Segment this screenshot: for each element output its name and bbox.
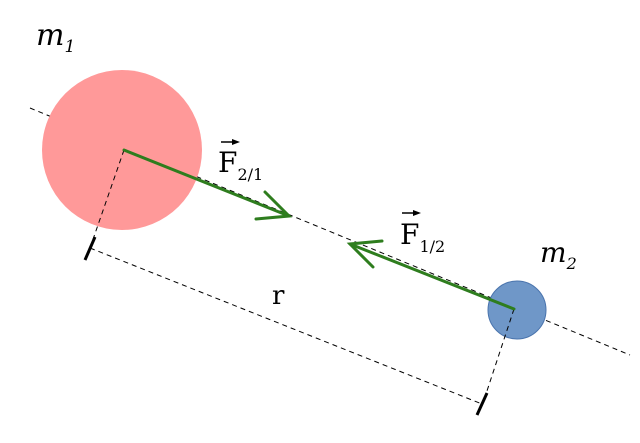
vector-arrow-icon	[402, 210, 421, 216]
vector-arrow-icon	[221, 139, 240, 145]
distance-tick-right	[475, 392, 489, 416]
svg-text:F2/1: F2/1	[218, 146, 263, 184]
force-2-1-label: F2/1	[218, 139, 263, 184]
force-2-1-arrow	[122, 148, 293, 221]
mass1-label: m1	[36, 18, 75, 57]
mass2-circle	[487, 280, 547, 340]
mass2-label: m2	[540, 236, 577, 273]
force-1-2-arrow	[346, 239, 516, 311]
svg-text:F1/2: F1/2	[400, 218, 445, 256]
distance-label: r	[272, 281, 285, 311]
mass1-circle	[42, 70, 202, 230]
force-1-2-label: F1/2	[400, 210, 445, 256]
distance-dimension-line	[89, 247, 483, 405]
extension-line-mass2	[482, 308, 515, 404]
distance-tick-left	[83, 236, 97, 261]
